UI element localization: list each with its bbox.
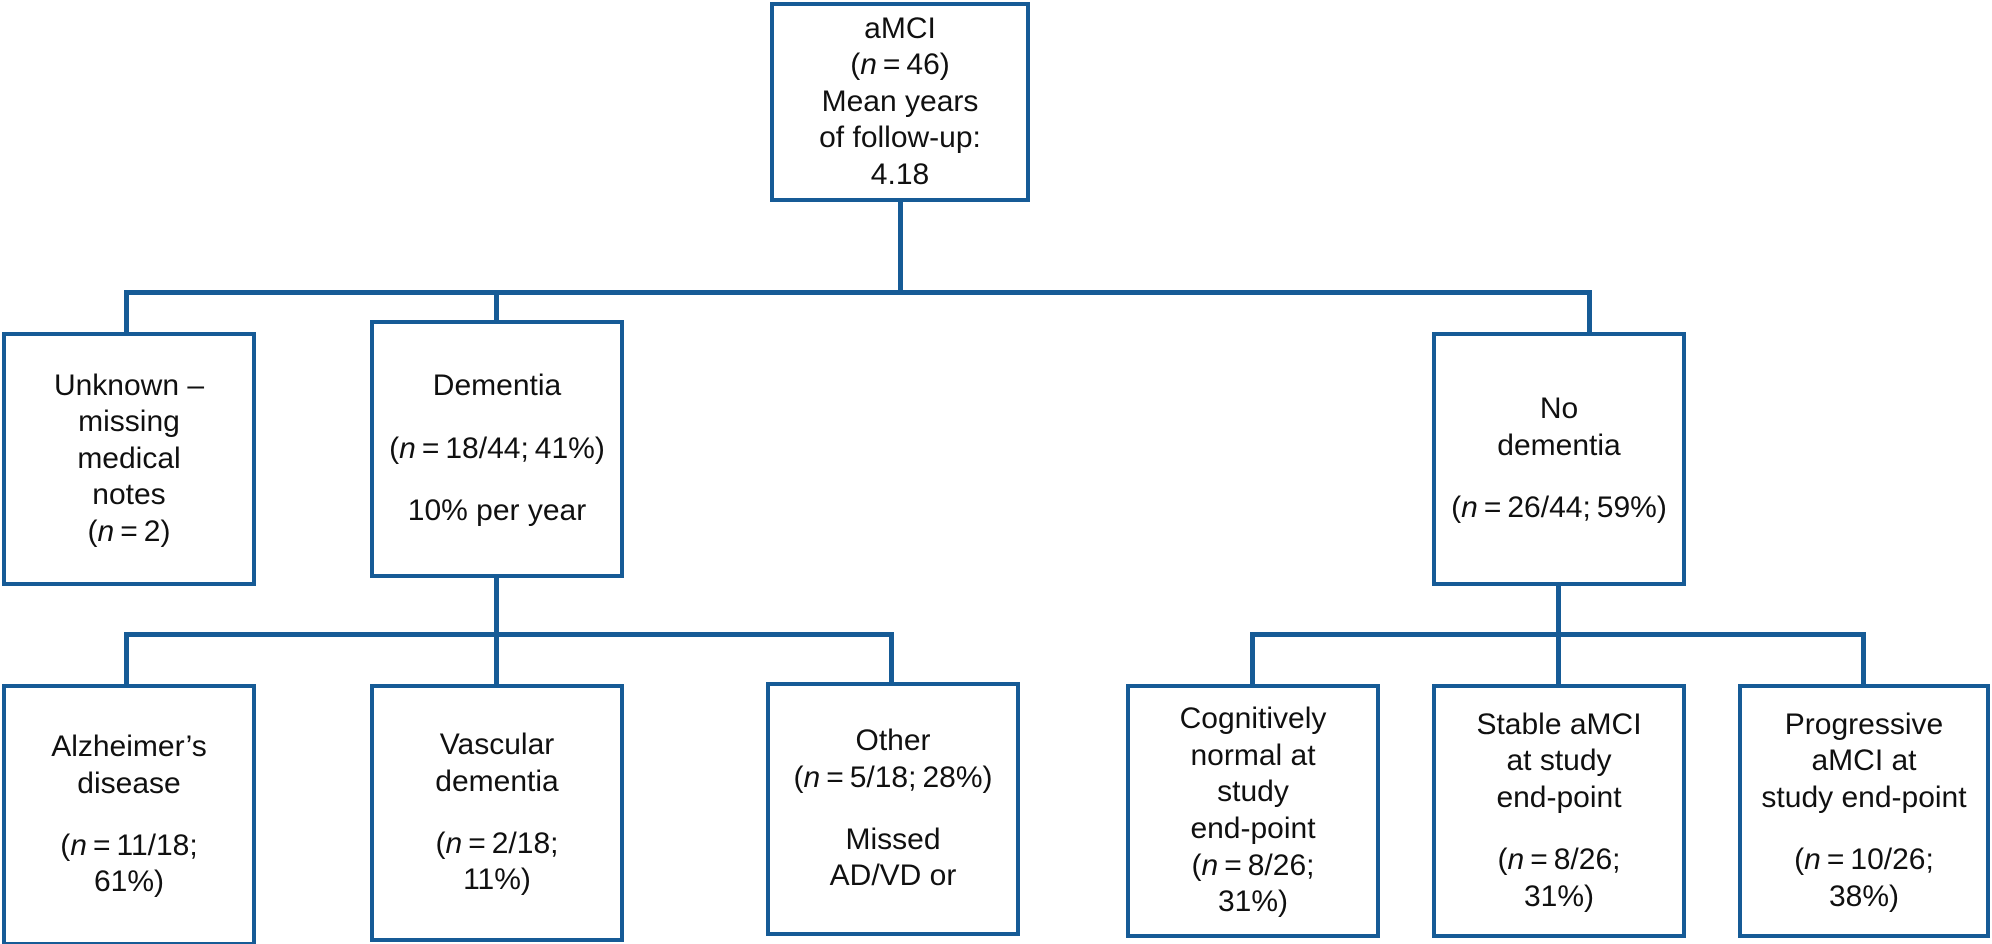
node-alzheimers-disease[interactable]: Alzheimer’s disease (n = 11/18; 61%) bbox=[2, 684, 256, 944]
node-line: Progressive bbox=[1784, 707, 1944, 741]
connector-drop-other bbox=[889, 632, 894, 684]
node-line: (n = 2) bbox=[87, 514, 171, 548]
node-line: (n = 8/26; bbox=[1497, 843, 1621, 877]
connector-dementia-stem bbox=[494, 578, 499, 636]
node-line: end-point bbox=[1190, 812, 1316, 845]
node-unknown-missing-notes[interactable]: Unknown – missing medical notes (n = 2) bbox=[2, 332, 256, 586]
node-line: aMCI bbox=[864, 11, 936, 45]
connector-drop-vascular bbox=[494, 632, 499, 686]
node-line: Other bbox=[855, 723, 931, 757]
node-line: Missed bbox=[845, 822, 941, 856]
node-line: (n = 5/18; 28%) bbox=[793, 760, 993, 794]
node-line: Cognitively bbox=[1179, 702, 1327, 736]
node-line: Unknown – bbox=[53, 368, 205, 402]
node-line: study bbox=[1217, 775, 1289, 809]
node-line: 61%) bbox=[93, 865, 165, 899]
connector-level2-bus bbox=[124, 290, 1592, 295]
node-line: (n = 2/18; bbox=[435, 826, 559, 860]
node-line: No bbox=[1539, 392, 1579, 426]
node-line: 10% per year bbox=[407, 494, 587, 528]
node-line: (n = 10/26; bbox=[1794, 843, 1934, 877]
node-line: 31%) bbox=[1523, 879, 1595, 913]
node-line: normal at bbox=[1190, 738, 1316, 772]
node-line: end-point bbox=[1496, 780, 1622, 814]
connector-drop-unknown bbox=[124, 290, 129, 334]
node-line: (n = 18/44; 41%) bbox=[389, 431, 605, 465]
node-line: of follow-up: bbox=[819, 121, 981, 155]
node-line: (n = 11/18; bbox=[60, 828, 198, 862]
node-line: disease bbox=[77, 766, 181, 800]
node-line: notes bbox=[92, 478, 166, 512]
connector-drop-cognitively-normal bbox=[1250, 632, 1255, 686]
connector-no-dementia-stem bbox=[1556, 584, 1561, 636]
node-progressive-amci[interactable]: Progressive aMCI at study end-point (n =… bbox=[1738, 684, 1990, 938]
node-line: Mean years bbox=[821, 84, 979, 118]
node-no-dementia[interactable]: No dementia (n = 26/44; 59%) bbox=[1432, 332, 1686, 586]
node-stable-amci[interactable]: Stable aMCI at study end-point (n = 8/26… bbox=[1432, 684, 1686, 938]
node-line: Stable aMCI bbox=[1476, 707, 1642, 741]
node-dementia[interactable]: Dementia (n = 18/44; 41%) 10% per year bbox=[370, 320, 624, 578]
connector-drop-progressive-amci bbox=[1861, 632, 1866, 686]
node-line: (n = 8/26; bbox=[1191, 848, 1315, 882]
node-line: dementia bbox=[435, 764, 559, 798]
node-line: (n = 46) bbox=[850, 48, 950, 82]
node-line: AD/VD or bbox=[829, 859, 957, 893]
node-line: 38%) bbox=[1828, 879, 1900, 913]
node-line: at study bbox=[1506, 744, 1612, 778]
node-line: study end-point bbox=[1761, 780, 1967, 814]
node-line: Dementia bbox=[432, 369, 562, 403]
node-line: missing bbox=[78, 405, 180, 439]
node-line: 31%) bbox=[1217, 885, 1289, 919]
node-line: dementia bbox=[1497, 428, 1621, 462]
node-line: Vascular bbox=[439, 727, 555, 761]
node-line: 4.18 bbox=[870, 157, 930, 191]
connector-drop-no-dementia bbox=[1587, 290, 1592, 334]
connector-drop-alzheimers bbox=[124, 632, 129, 686]
connector-root-stem bbox=[898, 200, 903, 294]
node-line: medical bbox=[77, 441, 181, 475]
node-line: 11%) bbox=[463, 863, 531, 897]
node-cognitively-normal[interactable]: Cognitively normal at study end-point (n… bbox=[1126, 684, 1380, 938]
node-other-dementia[interactable]: Other (n = 5/18; 28%) Missed AD/VD or bbox=[766, 682, 1020, 936]
connector-dementia-bus bbox=[124, 632, 894, 637]
connector-drop-dementia bbox=[494, 290, 499, 322]
node-line: Alzheimer’s bbox=[51, 729, 207, 763]
node-amci-root[interactable]: aMCI (n = 46) Mean years of follow-up: 4… bbox=[770, 2, 1030, 202]
node-vascular-dementia[interactable]: Vascular dementia (n = 2/18; 11%) bbox=[370, 684, 624, 942]
node-line: (n = 26/44; 59%) bbox=[1451, 491, 1667, 525]
connector-drop-stable-amci bbox=[1556, 632, 1561, 686]
node-line: aMCI at bbox=[1811, 744, 1917, 778]
